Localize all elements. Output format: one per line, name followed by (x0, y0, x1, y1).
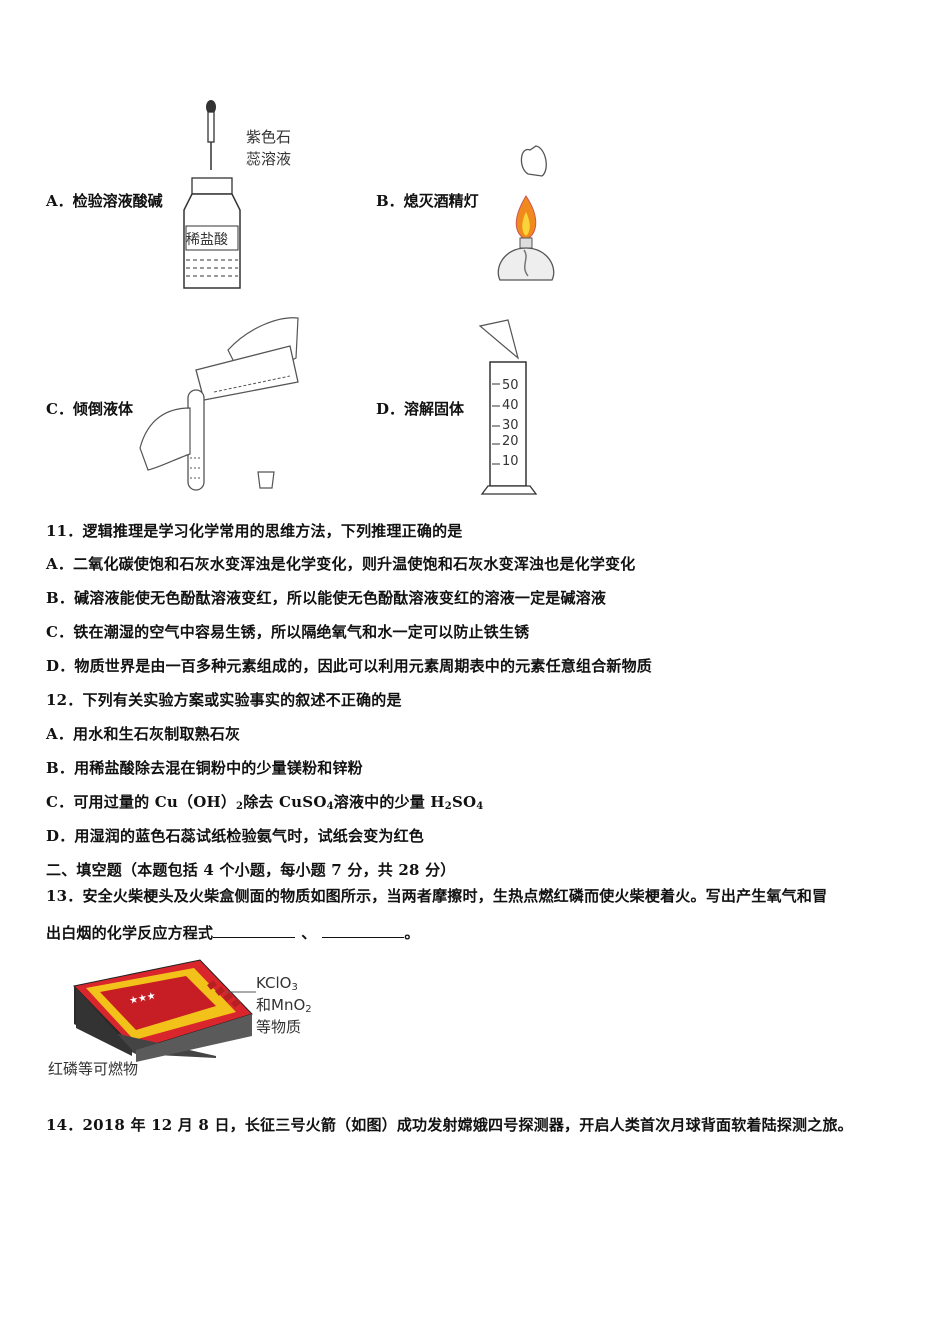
scale-40: 40 (502, 398, 519, 413)
q13-stem-line1: 13．安全火柴梗头及火柴盒侧面的物质如图所示，当两者摩擦时，生热点燃红磷而使火柴… (46, 887, 828, 905)
q12-c-text-3: 溶液中的少量 H (333, 793, 445, 811)
q11-option-c[interactable]: C．铁在潮湿的空气中容易生锈，所以隔绝氧气和水一定可以防止铁生锈 (46, 623, 530, 641)
scale-30: 30 (502, 418, 519, 433)
matchbox-figure: ★★★ (73, 959, 256, 1062)
q13-end: 。 (404, 924, 420, 942)
scale-20: 20 (502, 434, 519, 449)
other-substances-label: 等物质 (256, 1018, 302, 1036)
q12-c-text-4: SO (451, 793, 477, 811)
svg-text:★★★: ★★★ (128, 991, 157, 1007)
alcohol-lamp-figure (497, 145, 555, 281)
option-d[interactable]: D．溶解固体 (376, 400, 465, 418)
q12-c-text-2: 除去 CuSO (243, 793, 327, 811)
q12-option-c[interactable]: C．可用过量的 Cu（OH）2除去 CuSO4溶液中的少量 H2SO4 (46, 791, 483, 812)
red-phosphorus-label: 红磷等可燃物 (48, 1060, 139, 1078)
bottle-label: 稀盐酸 (186, 232, 228, 248)
q13-separator: 、 (301, 924, 317, 942)
dropper-label-line2: 蕊溶液 (246, 150, 292, 168)
option-b[interactable]: B．熄灭酒精灯 (376, 192, 479, 210)
graduated-cylinder-figure (478, 319, 538, 495)
dropper-bottle-figure (183, 100, 241, 289)
pouring-liquid-figure (139, 317, 299, 491)
scale-10: 10 (502, 454, 519, 469)
q11-option-b[interactable]: B．碱溶液能使无色酚酞溶液变红，所以能使无色酚酞溶液变红的溶液一定是碱溶液 (46, 589, 607, 607)
answer-blank-1[interactable] (213, 923, 296, 938)
q12-c-sub-2: 4 (326, 801, 334, 812)
option-c[interactable]: C．倾倒液体 (46, 400, 133, 418)
mno2-sub: 2 (305, 1004, 312, 1015)
dropper-label-line1: 紫色石 (246, 128, 292, 146)
kclo3-label: KClO3 (256, 974, 298, 993)
q11-option-d[interactable]: D．物质世界是由一百多种元素组成的，因此可以利用元素周期表中的元素任意组合新物质 (46, 657, 653, 675)
q12-c-sub-1: 2 (236, 801, 244, 812)
q12-option-d[interactable]: D．用湿润的蓝色石蕊试纸检验氨气时，试纸会变为红色 (46, 827, 425, 845)
q11-option-a[interactable]: A．二氧化碳使饱和石灰水变浑浊是化学变化，则升温使饱和石灰水变浑浊也是化学变化 (46, 555, 636, 573)
q13-line2-text: 出白烟的化学反应方程式 (46, 924, 214, 942)
mno2-text: 和MnO (256, 996, 306, 1014)
q14-stem: 14．2018 年 12 月 8 日，长征三号火箭（如图）成功发射嫦娥四号探测器… (46, 1116, 853, 1134)
option-a[interactable]: A．检验溶液酸碱 (46, 192, 163, 210)
q12-c-sub-4: 4 (476, 801, 484, 812)
kclo3-text: KClO (256, 974, 292, 992)
kclo3-sub: 3 (291, 982, 298, 993)
q12-option-b[interactable]: B．用稀盐酸除去混在铜粉中的少量镁粉和锌粉 (46, 759, 363, 777)
q12-option-a[interactable]: A．用水和生石灰制取熟石灰 (46, 725, 241, 743)
q12-c-sub-3: 2 (444, 801, 452, 812)
q12-stem: 12．下列有关实验方案或实验事实的叙述不正确的是 (46, 691, 402, 709)
scale-50: 50 (502, 378, 519, 393)
answer-blank-2[interactable] (322, 923, 405, 938)
q13-stem-line2: 出白烟的化学反应方程式 、 。 (46, 922, 420, 943)
mno2-label: 和MnO2 (256, 994, 312, 1015)
q12-c-text-1: C．可用过量的 Cu（OH） (46, 793, 237, 811)
q11-stem: 11．逻辑推理是学习化学常用的思维方法，下列推理正确的是 (46, 522, 463, 540)
section-heading: 二、填空题（本题包括 4 个小题，每小题 7 分，共 28 分） (46, 861, 456, 879)
